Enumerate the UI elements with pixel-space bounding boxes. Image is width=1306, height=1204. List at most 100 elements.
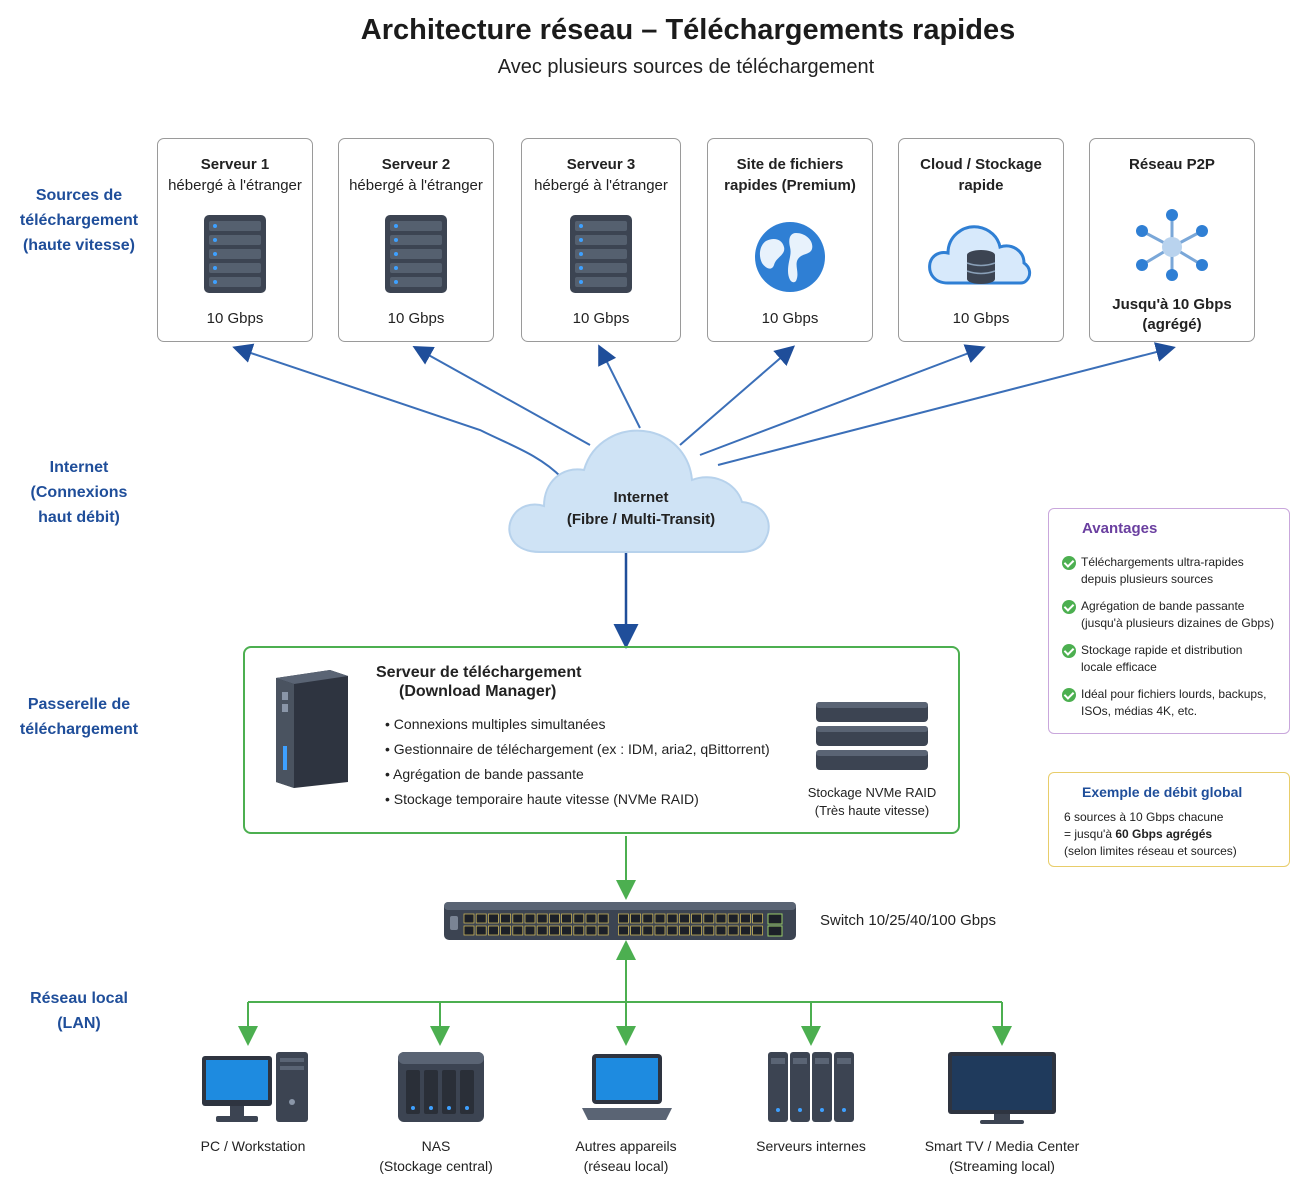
- gateway-feature-text: Gestionnaire de téléchargement (ex : IDM…: [393, 741, 770, 757]
- advantage-line: (jusqu'à plusieurs dizaines de Gbps): [1081, 616, 1275, 630]
- layer-label-gateway: Passerelle de téléchargement: [0, 692, 158, 742]
- switch-port: [573, 913, 585, 924]
- switch-port: [666, 925, 678, 936]
- switch-port: [475, 913, 487, 924]
- device-subtitle: (réseau local): [583, 1158, 669, 1174]
- download-gateway-box: [243, 646, 960, 834]
- device-title: Serveurs internes: [756, 1138, 866, 1154]
- advantage-line: ISOs, médias 4K, etc.: [1081, 704, 1198, 718]
- link-cloud: [699, 344, 986, 456]
- layer-label-line: (Connexions: [30, 484, 128, 501]
- advantage-item: Idéal pour fichiers lourds, backups, ISOs…: [1081, 686, 1266, 720]
- source-title: Cloud / Stockage: [920, 156, 1042, 173]
- device-title: NAS: [421, 1138, 451, 1154]
- internet-cloud-icon: [508, 429, 770, 553]
- device-subtitle: (Stockage central): [379, 1158, 493, 1174]
- example-throughput-box: [1048, 772, 1290, 867]
- layer-label-line: Réseau local: [30, 990, 128, 1007]
- switch-port: [630, 913, 642, 924]
- device-label-tv: Smart TV / Media Center (Streaming local…: [902, 1136, 1102, 1176]
- gateway-feature: • Stockage temporaire haute vitesse (NVM…: [385, 791, 699, 807]
- switch-port: [597, 925, 609, 936]
- nvme-raid-title: Stockage NVMe RAID: [807, 785, 937, 800]
- switch-port: [597, 913, 609, 924]
- source-speed: Jusqu'à 10 Gbps (agrégé): [1090, 295, 1254, 335]
- switch-port: [500, 925, 511, 936]
- source-title: Serveur 3: [566, 156, 636, 173]
- layer-label-line: Sources de: [35, 187, 123, 204]
- switch-port: [642, 913, 654, 924]
- layer-label-line: téléchargement: [19, 212, 139, 229]
- switch-port: [727, 913, 739, 924]
- switch-port: [739, 913, 751, 924]
- source-speed: 10 Gbps: [206, 310, 264, 327]
- advantages-title: Avantages: [1082, 520, 1158, 537]
- source-speed: 10 Gbps: [761, 310, 819, 327]
- example-line: 6 sources à 10 Gbps chacune: [1064, 810, 1224, 824]
- link-serveur-1: [232, 343, 563, 479]
- switch-port: [536, 913, 548, 924]
- switch-port: [752, 913, 764, 924]
- source-card-site-fichiers: Site de fichiers rapides (Premium) 10 Gb…: [707, 138, 873, 342]
- link-site-fichiers: [679, 345, 796, 446]
- device-title: Smart TV / Media Center: [924, 1138, 1080, 1154]
- device-label-nas: NAS (Stockage central): [336, 1136, 536, 1176]
- switch-port: [691, 913, 703, 924]
- advantage-line: Agrégation de bande passante: [1081, 599, 1245, 613]
- switch-port: [715, 925, 727, 936]
- source-subtitle: rapide: [958, 177, 1004, 194]
- source-speed: 10 Gbps: [572, 310, 630, 327]
- switch-port: [642, 925, 654, 936]
- tower-server-icon: [276, 670, 348, 788]
- layer-label-line: (LAN): [57, 1015, 101, 1032]
- switch-port: [488, 913, 499, 924]
- switch-port: [549, 913, 560, 924]
- globe-icon: [755, 222, 825, 292]
- layer-label-internet: Internet (Connexions haut débit): [0, 455, 158, 530]
- source-title: Site de fichiers: [736, 156, 844, 173]
- source-speed-note: (agrégé): [1142, 316, 1202, 333]
- layer-label-line: haut débit): [38, 509, 120, 526]
- network-switch-icon: [444, 902, 796, 940]
- switch-port: [630, 925, 642, 936]
- source-title: Réseau P2P: [1129, 156, 1215, 173]
- layer-label-lan: Réseau local (LAN): [0, 986, 158, 1036]
- source-speed: 10 Gbps: [952, 310, 1010, 327]
- check-icon: [1062, 688, 1076, 702]
- advantage-line: Idéal pour fichiers lourds, backups,: [1081, 687, 1267, 701]
- layer-label-sources: Sources de téléchargement (haute vitesse…: [0, 183, 158, 258]
- switch-port: [463, 925, 475, 936]
- server-rack-icon: [204, 215, 266, 293]
- example-line-prefix: = jusqu'à: [1064, 827, 1116, 841]
- switch-port: [703, 925, 715, 936]
- layer-label-line: Internet: [49, 459, 109, 476]
- cloud-database-icon: [928, 225, 1032, 285]
- switch-port: [512, 913, 524, 924]
- layer-label-line: Passerelle de: [27, 696, 131, 713]
- advantage-line: depuis plusieurs sources: [1081, 572, 1214, 586]
- smart-tv-icon: [948, 1052, 1056, 1124]
- link-serveur-3: [598, 344, 641, 429]
- page-title: Architecture réseau – Téléchargements ra…: [360, 14, 1016, 46]
- switch-port: [617, 913, 629, 924]
- device-label-pc: PC / Workstation: [153, 1136, 353, 1156]
- source-speed-line: Jusqu'à 10 Gbps: [1112, 296, 1232, 313]
- gateway-feature: • Agrégation de bande passante: [385, 766, 584, 782]
- check-icon: [1062, 556, 1076, 570]
- switch-port: [512, 925, 524, 936]
- gateway-feature-text: Connexions multiples simultanées: [393, 716, 606, 732]
- switch-port: [678, 925, 690, 936]
- switch-port: [549, 925, 560, 936]
- example-line: (selon limites réseau et sources): [1064, 844, 1237, 858]
- switch-port: [727, 925, 739, 936]
- switch-port: [654, 913, 666, 924]
- gateway-feature: • Gestionnaire de téléchargement (ex : I…: [385, 741, 770, 757]
- advantage-line: Téléchargements ultra-rapides: [1081, 555, 1244, 569]
- switch-port: [752, 925, 764, 936]
- page-subtitle: Avec plusieurs sources de téléchargement: [497, 56, 875, 78]
- switch-port: [524, 925, 536, 936]
- switch-port: [715, 913, 727, 924]
- switch-port: [585, 925, 597, 936]
